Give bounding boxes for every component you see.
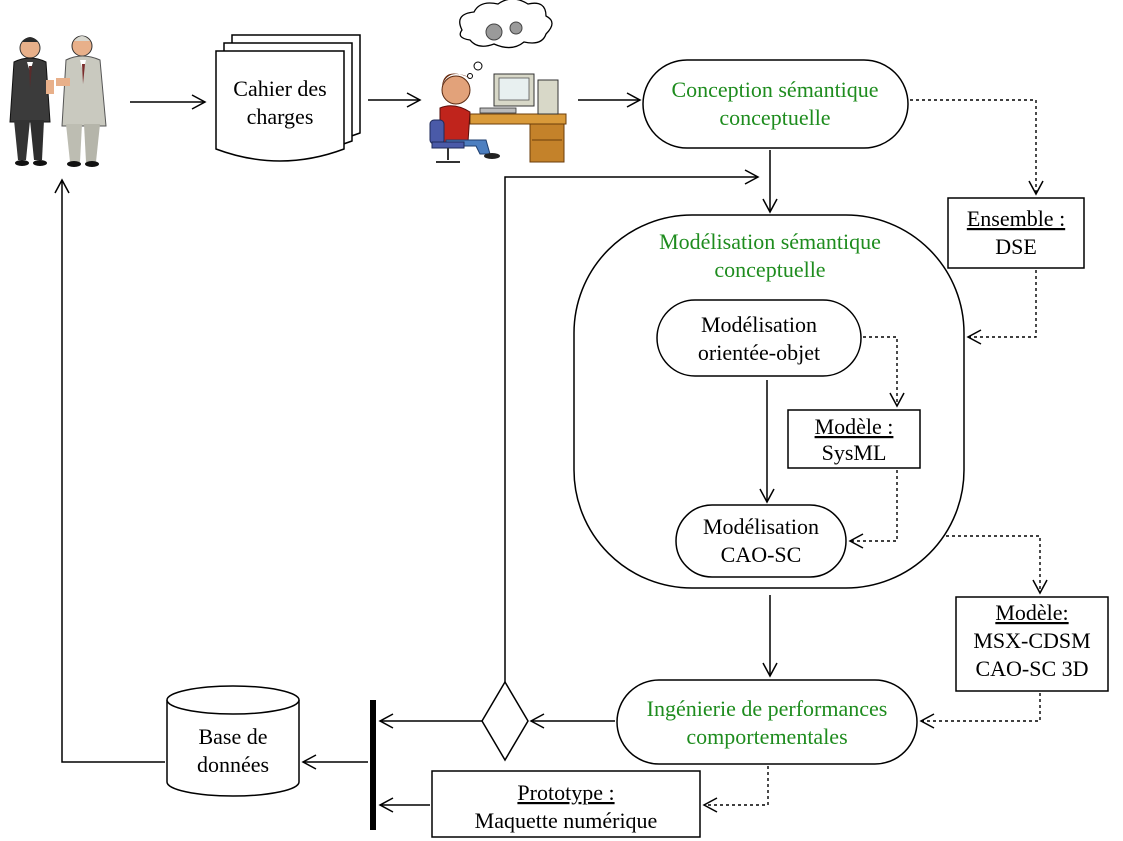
sysml-value: SysML (822, 440, 887, 465)
prototype-value: Maquette numérique (475, 808, 658, 833)
database-cylinder: Base de données (166, 685, 300, 797)
prototype-title: Prototype : (517, 780, 614, 805)
ensemble-value: DSE (995, 234, 1037, 259)
dotted-arrows (702, 99, 1048, 813)
oo-label-line2: orientée-objet (698, 340, 820, 365)
ingenierie-label-line2: comportementales (686, 724, 847, 749)
modelisation-label-line1: Modélisation sémantique (659, 229, 881, 254)
modelisation-label-line2: conceptuelle (714, 257, 825, 282)
ensemble-title: Ensemble : (967, 206, 1065, 231)
msx-value-2: CAO-SC 3D (975, 656, 1088, 681)
caosc-label-line2: CAO-SC (721, 542, 802, 567)
prototype-box: Prototype : Maquette numérique (431, 770, 701, 838)
conception-label-line2: conceptuelle (719, 105, 830, 130)
oo-label-line1: Modélisation (701, 312, 817, 337)
caosc-label-line1: Modélisation (703, 514, 819, 539)
sysml-title: Modèle : (815, 414, 894, 439)
conception-semantique-node: Conception sémantique conceptuelle (642, 59, 909, 149)
sync-bar (370, 700, 376, 830)
msx-title: Modèle: (995, 600, 1068, 625)
modele-sysml-box: Modèle : SysML (787, 409, 921, 469)
businessmen-icon (9, 35, 107, 167)
modelisation-caosc-node: Modélisation CAO-SC (675, 504, 847, 578)
designer-at-computer-icon (429, 0, 567, 163)
modelisation-oo-node: Modélisation orientée-objet (656, 299, 862, 377)
cahier-des-charges-document: Cahier des charges (215, 34, 361, 162)
cahier-label-line1: Cahier des (233, 76, 326, 101)
ingenierie-label-line1: Ingénierie de performances (647, 696, 888, 721)
ingenierie-node: Ingénierie de performances comportementa… (616, 679, 918, 765)
decision-diamond (481, 680, 529, 762)
msx-value-1: MSX-CDSM (973, 628, 1090, 653)
ensemble-dse-box: Ensemble : DSE (947, 197, 1085, 269)
cahier-label-line2: charges (247, 104, 314, 129)
conception-label-line1: Conception sémantique (671, 77, 878, 102)
flow-arrows (54, 92, 778, 813)
base-label-line2: données (197, 752, 269, 777)
base-label-line1: Base de (198, 724, 267, 749)
modele-msx-box: Modèle: MSX-CDSM CAO-SC 3D (955, 596, 1109, 692)
